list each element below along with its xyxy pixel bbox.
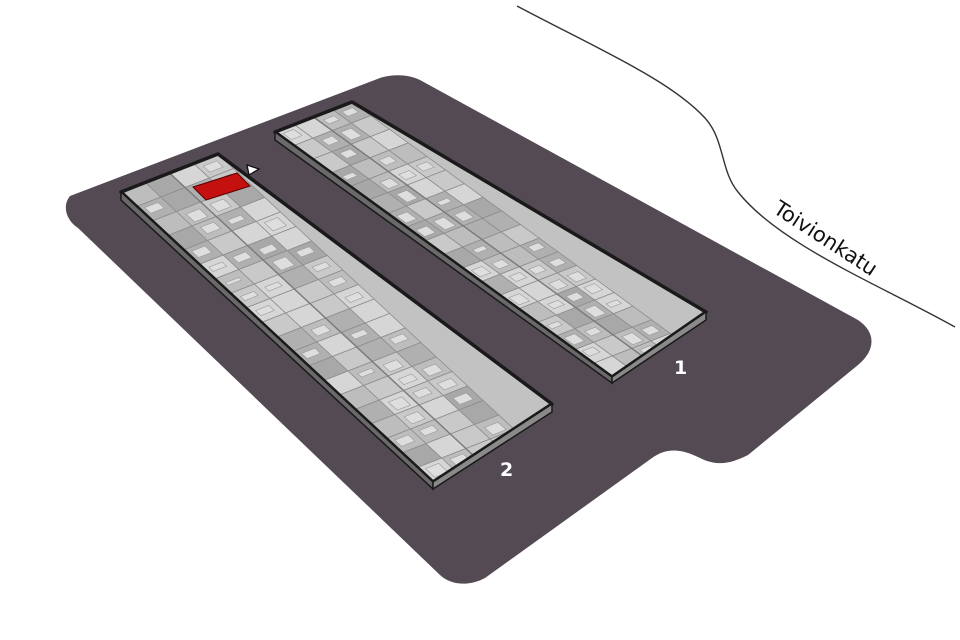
roof-skylight bbox=[382, 359, 405, 373]
roof-skylight bbox=[327, 276, 348, 288]
roof-skylight bbox=[397, 170, 418, 181]
building-number-label-1: 1 bbox=[674, 357, 687, 379]
roof-skylight bbox=[605, 299, 623, 308]
roof-skylight bbox=[418, 425, 439, 437]
roof-skylight bbox=[395, 211, 418, 224]
roof-skylight bbox=[508, 293, 531, 306]
roof-skylight bbox=[378, 155, 398, 166]
roof-skylight bbox=[621, 332, 644, 346]
roof-skylight bbox=[436, 377, 459, 391]
roof-skylight bbox=[344, 291, 365, 303]
roof-skylight bbox=[415, 225, 437, 237]
roof-skylight bbox=[339, 127, 363, 141]
roof-skylight bbox=[282, 128, 303, 140]
building-1 bbox=[273, 100, 708, 385]
roof-skylight bbox=[258, 243, 279, 256]
roof-skylight bbox=[484, 421, 507, 436]
roof-skylight bbox=[209, 198, 232, 213]
roof-skylight bbox=[547, 257, 567, 268]
roof-skylight bbox=[264, 281, 283, 292]
roof-skylight bbox=[311, 261, 332, 273]
roof-skylight bbox=[547, 279, 569, 291]
roof-skylight bbox=[395, 189, 419, 203]
roof-skylight bbox=[231, 251, 253, 264]
building-number-label-2: 2 bbox=[500, 459, 513, 481]
roof-skylight bbox=[452, 392, 474, 405]
roof-skylight bbox=[527, 242, 546, 253]
roof-skylight bbox=[322, 115, 341, 125]
roof-skylight bbox=[349, 329, 369, 340]
street-name-label: Toivionkatu bbox=[768, 196, 881, 281]
roof-skylight bbox=[379, 177, 400, 190]
roof-skylight bbox=[546, 299, 565, 310]
roof-skylight bbox=[199, 221, 222, 235]
roof-skylight bbox=[310, 324, 332, 337]
roof-skylight bbox=[263, 217, 287, 232]
roof-skylight bbox=[415, 161, 435, 172]
roof-skylight bbox=[583, 305, 607, 318]
roof-skylight bbox=[563, 333, 586, 346]
roof-ridge-line bbox=[313, 116, 651, 363]
building-2-roof-units bbox=[121, 154, 531, 482]
roof-skylight bbox=[144, 202, 165, 214]
roof-ridge-line bbox=[169, 172, 482, 464]
roof-skylight bbox=[202, 160, 224, 173]
roof-skylight bbox=[435, 197, 453, 206]
roof-skylight bbox=[185, 208, 209, 223]
building-2 bbox=[119, 152, 554, 491]
roof-skylight bbox=[224, 277, 243, 286]
roof-skylight bbox=[239, 291, 259, 301]
roof-skylight bbox=[295, 246, 316, 258]
roof-skylight bbox=[388, 333, 410, 345]
roof-skylight bbox=[584, 326, 603, 337]
roof-skylight bbox=[403, 411, 426, 425]
roof-skylight bbox=[321, 135, 341, 146]
roof-skylight bbox=[254, 304, 275, 317]
roof-skylight bbox=[566, 271, 588, 283]
roof-skylight bbox=[453, 210, 475, 222]
roof-skylight bbox=[301, 347, 322, 359]
roof-skylight bbox=[640, 325, 661, 336]
roof-skylight bbox=[508, 272, 528, 282]
roof-skylight bbox=[471, 245, 489, 254]
site-ground bbox=[65, 75, 872, 584]
roof-skylight bbox=[412, 387, 433, 399]
roof-skylight bbox=[338, 148, 359, 159]
road-edge-line bbox=[516, 5, 956, 328]
roof-skylight bbox=[271, 256, 296, 271]
roof-skylight bbox=[341, 172, 359, 181]
entrance-marker-icon bbox=[246, 164, 261, 177]
roof-skylight bbox=[546, 320, 564, 330]
roof-skylight bbox=[226, 214, 246, 225]
roof-skylight bbox=[565, 291, 585, 302]
roof-skylight bbox=[397, 373, 418, 385]
roof-skylight bbox=[528, 264, 547, 275]
roof-skylight bbox=[394, 434, 416, 447]
roof-skylight bbox=[581, 346, 601, 357]
roof-skylight bbox=[387, 396, 412, 411]
roof-skylight bbox=[421, 363, 444, 377]
roof-skylight bbox=[490, 259, 511, 270]
roof-skylight bbox=[432, 216, 457, 231]
roof-skylight bbox=[357, 368, 376, 378]
roof-skylight bbox=[470, 265, 492, 278]
highlighted-apartment[interactable] bbox=[192, 172, 251, 201]
roof-skylight bbox=[583, 283, 604, 295]
roof-skylight bbox=[341, 107, 360, 117]
roof-skylight bbox=[191, 245, 213, 258]
roof-skylight bbox=[208, 261, 228, 272]
